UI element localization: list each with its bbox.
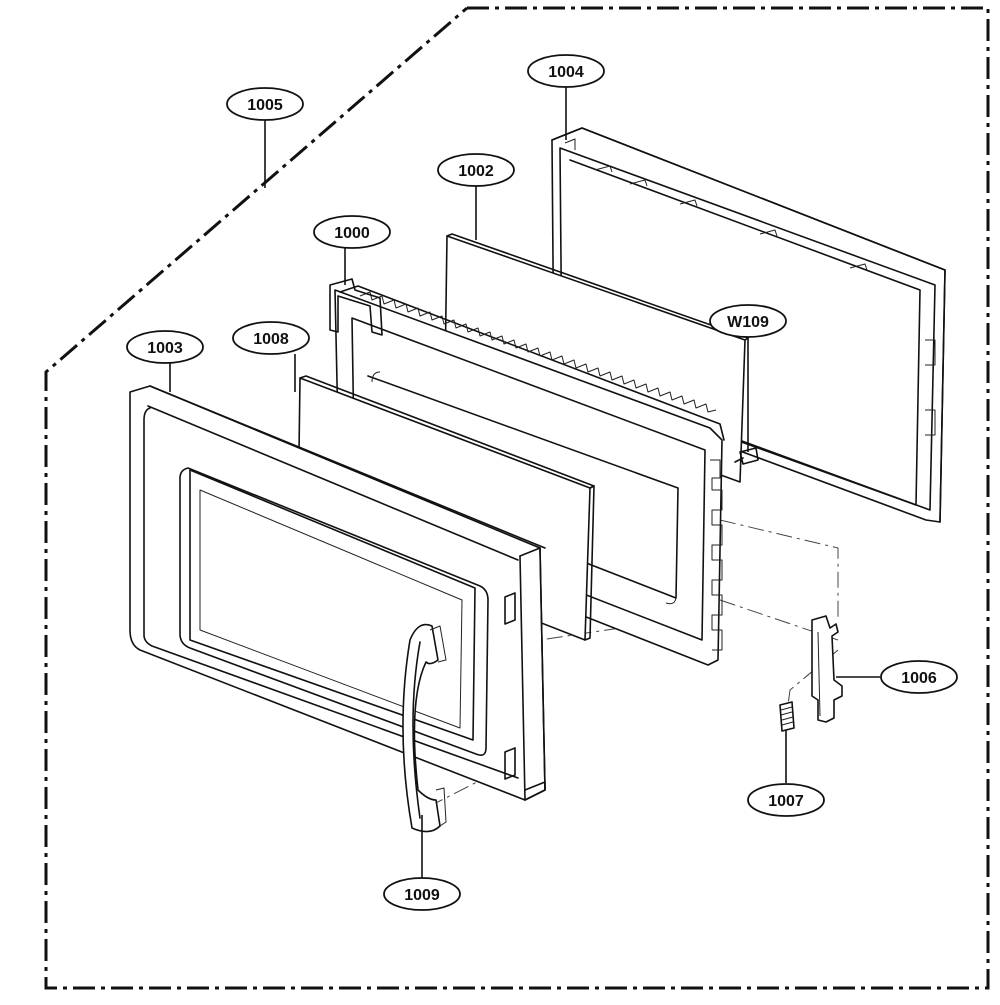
part-W109-screw	[734, 447, 759, 465]
svg-text:1002: 1002	[458, 163, 494, 180]
svg-text:1009: 1009	[404, 887, 440, 904]
callout-1002: 1002	[437, 153, 515, 187]
callout-1000: 1000	[313, 215, 391, 249]
leader-lines	[169, 87, 880, 878]
svg-text:1008: 1008	[253, 331, 289, 348]
part-1009-handle	[402, 623, 447, 833]
svg-text:1000: 1000	[334, 225, 370, 242]
assembly-boundary	[44, 6, 990, 990]
svg-text:1007: 1007	[768, 793, 804, 810]
callout-1009: 1009	[383, 877, 461, 911]
callout-1004: 1004	[527, 54, 605, 88]
svg-text:1006: 1006	[901, 670, 937, 687]
svg-text:W109: W109	[727, 314, 769, 331]
part-1006-latch-lever	[811, 615, 843, 723]
svg-text:1004: 1004	[548, 64, 584, 81]
callout-W109: W109	[709, 304, 787, 338]
callout-1005: 1005	[226, 87, 304, 121]
callout-1003: 1003	[126, 330, 204, 364]
svg-text:1003: 1003	[147, 340, 183, 357]
svg-text:1005: 1005	[247, 97, 283, 114]
callout-1007: 1007	[747, 783, 825, 817]
callout-1008: 1008	[232, 321, 310, 355]
callout-1006: 1006	[880, 660, 958, 694]
part-1003-front-door	[129, 385, 546, 801]
part-1007-spring	[779, 701, 795, 732]
